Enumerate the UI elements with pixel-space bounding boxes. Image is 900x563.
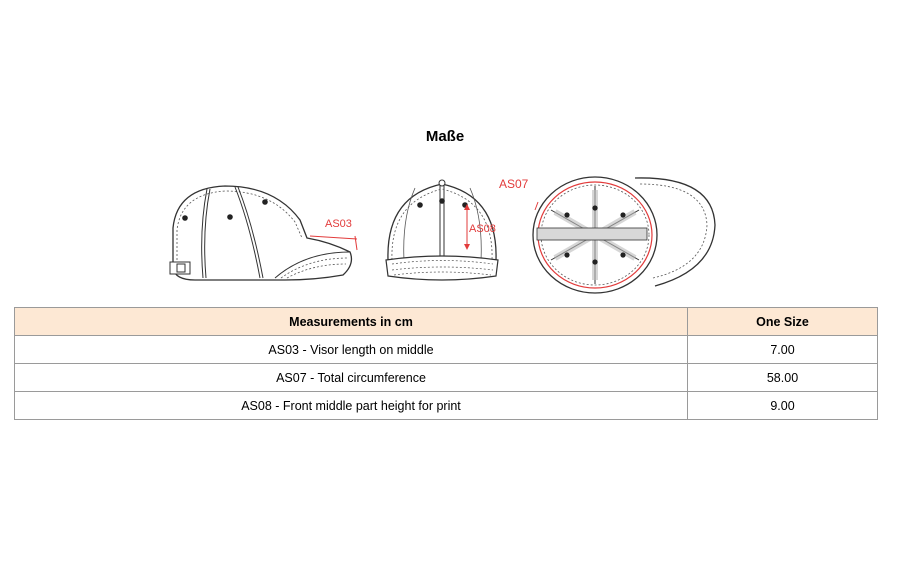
- as08-label: AS08: [469, 223, 496, 235]
- cap-front-view: AS08: [385, 179, 499, 281]
- measurement-name: AS08 - Front middle part height for prin…: [14, 391, 688, 420]
- table-header-row: Measurements in cm One Size: [14, 307, 878, 336]
- table-row: AS08 - Front middle part height for prin…: [14, 391, 878, 420]
- as07-label: AS07: [499, 177, 529, 191]
- cap-underside-view: AS07: [499, 176, 716, 294]
- measurement-value: 9.00: [687, 391, 878, 420]
- table-row: AS03 - Visor length on middle 7.00: [14, 335, 878, 364]
- as03-label: AS03: [325, 218, 352, 230]
- column-header-measurement: Measurements in cm: [14, 307, 688, 336]
- measurement-name: AS07 - Total circumference: [14, 363, 688, 392]
- measurement-name: AS03 - Visor length on middle: [14, 335, 688, 364]
- measurement-value: 58.00: [687, 363, 878, 392]
- measurement-value: 7.00: [687, 335, 878, 364]
- table-row: AS07 - Total circumference 58.00: [14, 363, 878, 392]
- page-title: Maße: [425, 128, 465, 145]
- cap-side-view: AS03: [169, 185, 358, 281]
- measurements-table: Measurements in cm One Size AS03 - Visor…: [14, 307, 878, 420]
- column-header-size: One Size: [687, 307, 878, 336]
